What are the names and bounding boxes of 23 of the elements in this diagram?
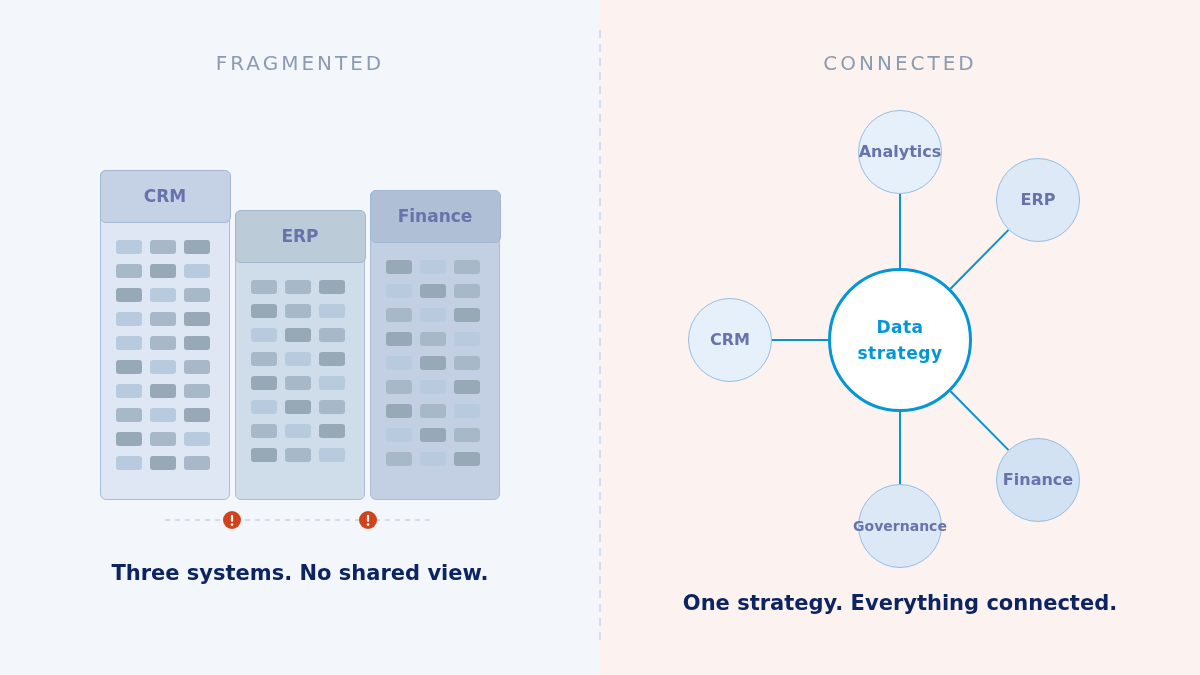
system-column bbox=[370, 190, 500, 500]
system-name: ERP bbox=[281, 226, 319, 246]
connector-line bbox=[949, 228, 1010, 290]
node-label: Analytics bbox=[858, 142, 942, 162]
connector-line bbox=[899, 193, 901, 269]
hub-label: Data strategy bbox=[856, 316, 944, 365]
panel-heading: CONNECTED bbox=[823, 51, 977, 75]
system-name: CRM bbox=[143, 186, 187, 206]
connector-line bbox=[899, 411, 901, 485]
node-label: CRM bbox=[710, 330, 750, 350]
system-column bbox=[235, 210, 365, 500]
connector-line bbox=[949, 390, 1010, 452]
system-column bbox=[100, 170, 230, 500]
comparison-panel bbox=[600, 0, 1200, 675]
system-name: Finance bbox=[397, 206, 473, 226]
node-label: Finance bbox=[1002, 470, 1074, 490]
connector-line bbox=[771, 339, 829, 341]
comparison-panel bbox=[0, 0, 600, 675]
node-label: Governance bbox=[853, 517, 947, 536]
node-label: ERP bbox=[1020, 190, 1056, 210]
panel-caption: Three systems. No shared view. bbox=[111, 560, 489, 586]
panel-heading: FRAGMENTED bbox=[215, 51, 385, 75]
panel-caption: One strategy. Everything connected. bbox=[682, 590, 1118, 616]
